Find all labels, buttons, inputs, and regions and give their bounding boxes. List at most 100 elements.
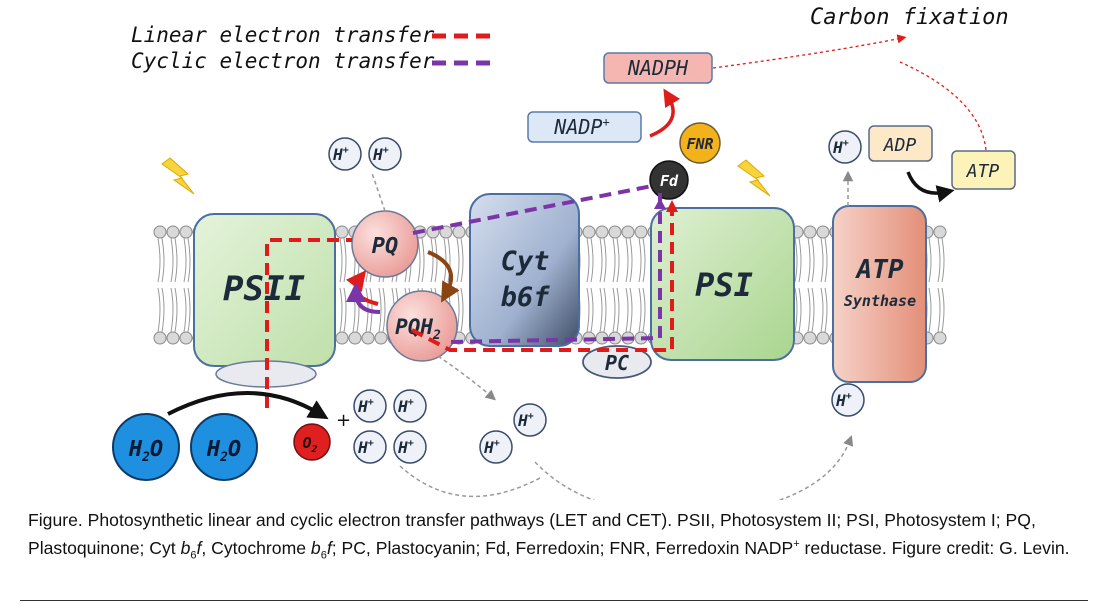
proton-label: H+ bbox=[517, 411, 534, 430]
lipid-tail bbox=[794, 287, 798, 333]
proton-label: H+ bbox=[332, 145, 349, 164]
lipid-tail bbox=[941, 287, 945, 333]
proton-ion bbox=[353, 389, 387, 423]
atp-label: ATP bbox=[966, 161, 1000, 182]
cyt-label-line1: Cyt bbox=[501, 246, 550, 277]
o2-label: O2 bbox=[302, 434, 317, 455]
lipid-tail bbox=[430, 237, 434, 283]
lumen-proton-gradient-arrow bbox=[399, 440, 850, 500]
proton-label: H+ bbox=[357, 397, 374, 416]
nadph-label: NADPH bbox=[627, 56, 689, 80]
h2o-molecule bbox=[112, 413, 180, 481]
proton-ion bbox=[328, 137, 362, 171]
atp-to-carbon-fixation-arrow bbox=[899, 61, 987, 151]
atp-synthase-label-line2: Synthase bbox=[844, 292, 916, 310]
atp-synthesis-arrow bbox=[906, 171, 955, 203]
lipid-tail bbox=[343, 237, 347, 283]
lipid-head bbox=[452, 225, 466, 239]
psi-complex bbox=[650, 207, 795, 361]
proton-ion bbox=[479, 430, 513, 464]
lipid-tail bbox=[187, 287, 191, 333]
lipid-tail bbox=[599, 287, 603, 333]
lipid-head bbox=[348, 331, 362, 345]
lipid-tail bbox=[937, 237, 941, 283]
proton-label: H+ bbox=[483, 438, 500, 457]
lipid-head bbox=[595, 225, 609, 239]
lipid-tail bbox=[460, 237, 464, 283]
nadph-box bbox=[603, 52, 713, 84]
psi-label: PSI bbox=[695, 266, 753, 304]
lipid-tail bbox=[590, 287, 594, 333]
lipid-head bbox=[816, 225, 830, 239]
legend-linear-label: Linear electron transfer bbox=[131, 23, 435, 47]
linear-path-arrowhead bbox=[666, 200, 678, 212]
lipid-tail bbox=[590, 237, 594, 283]
lipid-tail bbox=[599, 237, 603, 283]
fd-carrier bbox=[649, 160, 689, 200]
lipid-tail bbox=[378, 287, 382, 333]
cyt-label-line2: b6f bbox=[501, 282, 551, 313]
h2o-label: H2O bbox=[206, 437, 241, 465]
lightning-icon bbox=[737, 159, 771, 197]
caption-subscript: 6 bbox=[320, 549, 327, 562]
proton-ion bbox=[368, 137, 402, 171]
lipid-tail bbox=[369, 287, 373, 333]
lipid-tail bbox=[638, 237, 642, 283]
lipid-tail bbox=[798, 237, 802, 283]
fnr-enzyme bbox=[679, 122, 721, 164]
lipid-tail bbox=[824, 237, 828, 283]
pq-label: PQ bbox=[372, 234, 399, 259]
lipid-tail bbox=[625, 237, 629, 283]
proton-ion bbox=[831, 383, 865, 417]
fd-label: Fd bbox=[660, 172, 679, 190]
lipid-head bbox=[361, 331, 375, 345]
h2o-molecule bbox=[190, 413, 258, 481]
lipid-tail bbox=[928, 237, 932, 283]
pqh2-oxidation-arrow-purple bbox=[346, 282, 381, 314]
proton-ions: H+H+H+H+H+H+H+H+H+H+ bbox=[328, 130, 865, 464]
pqh2-label: PQH2 bbox=[395, 315, 441, 343]
lipid-head bbox=[582, 225, 596, 239]
caption-text: Figure. Photosynthetic linear and cyclic… bbox=[28, 510, 1036, 558]
lipid-head bbox=[335, 331, 349, 345]
lipid-tail bbox=[794, 237, 798, 283]
lipid-tail bbox=[174, 287, 178, 333]
proton-label: H+ bbox=[832, 138, 849, 157]
legend-cyclic-label: Cyclic electron transfer bbox=[131, 49, 435, 73]
photosynthesis-diagram: PSII Cyt b6f PSI ATP Synthase PC PQ PQH2… bbox=[112, 5, 1016, 500]
o2-molecule bbox=[293, 423, 331, 461]
lipid-tail bbox=[642, 237, 646, 283]
lipid-tail bbox=[638, 287, 642, 333]
lipid-tail bbox=[625, 287, 629, 333]
lipid-tail bbox=[603, 287, 607, 333]
lipid-tail bbox=[811, 237, 815, 283]
lipid-tail bbox=[616, 287, 620, 333]
lipid-tail bbox=[586, 237, 590, 283]
lipid-head bbox=[335, 225, 349, 239]
lipid-tail bbox=[157, 287, 161, 333]
proton-label: H+ bbox=[397, 438, 414, 457]
proton-ion bbox=[828, 130, 862, 164]
lipid-tail bbox=[170, 237, 174, 283]
lipid-tail bbox=[612, 237, 616, 283]
lightning-icon bbox=[161, 157, 195, 195]
lipid-head bbox=[166, 331, 180, 345]
lipid-tail bbox=[603, 237, 607, 283]
lipid-tail bbox=[382, 287, 386, 333]
lipid-tail bbox=[629, 287, 633, 333]
lipid-tail bbox=[820, 237, 824, 283]
lipid-head bbox=[933, 225, 947, 239]
lipid-head bbox=[816, 331, 830, 345]
nadph-to-carbon-fixation-arrow bbox=[712, 34, 907, 69]
lipid-head bbox=[608, 225, 622, 239]
caption-italic-b: b bbox=[180, 537, 191, 558]
pc-label: PC bbox=[605, 351, 629, 375]
proton-ion bbox=[393, 430, 427, 464]
lipid-tail bbox=[820, 287, 824, 333]
proton-to-lumen-arrow bbox=[437, 355, 496, 401]
proton-label: H+ bbox=[357, 438, 374, 457]
lipid-head bbox=[803, 225, 817, 239]
proton-label: H+ bbox=[397, 397, 414, 416]
caption-divider bbox=[20, 600, 1088, 601]
proton-ion bbox=[353, 430, 387, 464]
